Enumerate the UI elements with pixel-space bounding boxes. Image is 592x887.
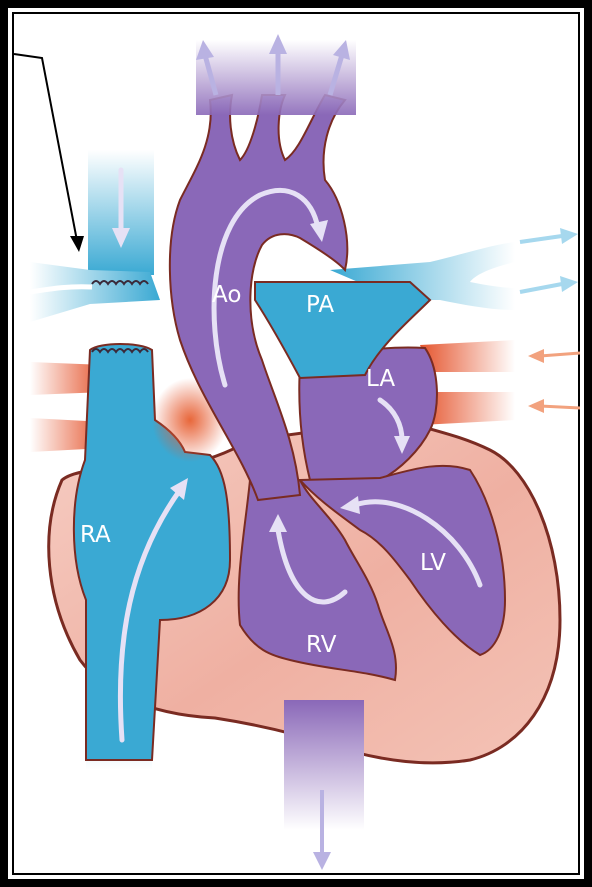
label-pa: PA xyxy=(306,292,334,318)
label-ra: RA xyxy=(80,522,111,548)
label-ao: Ao xyxy=(212,282,241,308)
label-la: LA xyxy=(366,366,395,392)
label-rv: RV xyxy=(306,632,337,658)
label-lv: LV xyxy=(420,550,446,576)
